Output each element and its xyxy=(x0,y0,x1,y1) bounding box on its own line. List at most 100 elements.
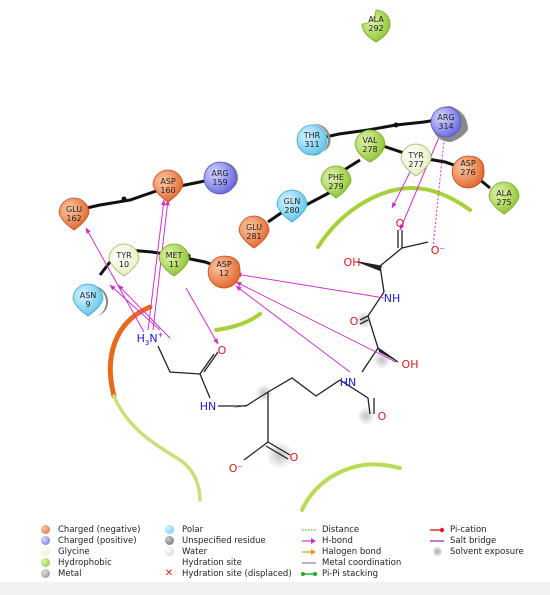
svg-text:ALA: ALA xyxy=(496,189,512,198)
pi-cation-line-icon xyxy=(428,524,446,535)
svg-text:OH: OH xyxy=(402,358,419,371)
svg-text:280: 280 xyxy=(284,206,299,215)
residue-arg314: ARG 314 xyxy=(430,106,468,142)
legend-label: Pi-cation xyxy=(450,524,487,535)
svg-text:ASP: ASP xyxy=(160,177,176,186)
footer-bar xyxy=(0,582,550,595)
legend-label: Pi-Pi stacking xyxy=(322,568,379,579)
legend-item: Metal xyxy=(36,568,140,579)
legend-item: Distance xyxy=(300,524,401,535)
svg-text:O⁻: O⁻ xyxy=(229,462,244,475)
pi-pi-line-icon xyxy=(300,568,318,579)
svg-text:H3N+: H3N+ xyxy=(137,331,164,347)
svg-text:GLU: GLU xyxy=(66,205,82,214)
svg-text:159: 159 xyxy=(212,178,227,187)
svg-text:9: 9 xyxy=(85,300,90,309)
residue-asp12: ASP 12 xyxy=(207,255,241,289)
svg-text:279: 279 xyxy=(328,182,343,191)
residue-ala292: ALA 292 xyxy=(361,9,391,43)
residues: ALA 292 ARG 314 THR 311 VAL 278 TYR 277 xyxy=(58,9,520,318)
salt-bridge-line-icon xyxy=(428,535,446,546)
residue-asp160: ASP 160 xyxy=(152,169,184,203)
svg-text:12: 12 xyxy=(219,269,229,278)
svg-text:O: O xyxy=(350,315,359,328)
legend-label: Metal xyxy=(58,568,82,579)
legend-item: Charged (positive) xyxy=(36,535,140,546)
svg-text:TYR: TYR xyxy=(407,151,424,160)
pocket-outline xyxy=(107,185,472,512)
svg-text:281: 281 xyxy=(246,232,261,241)
hydrophobic-swatch-icon xyxy=(36,557,54,568)
legend-label: Hydration site xyxy=(182,557,242,568)
legend-label: Hydrophobic xyxy=(58,557,112,568)
svg-text:MET: MET xyxy=(166,251,183,260)
cross-icon: ✕ xyxy=(164,568,174,579)
legend-label: Halogen bond xyxy=(322,546,382,557)
legend-item: Unspecified residue xyxy=(160,535,292,546)
svg-text:O⁻: O⁻ xyxy=(431,244,446,257)
svg-text:314: 314 xyxy=(438,122,453,131)
svg-text:ALA: ALA xyxy=(368,15,384,24)
svg-text:THR: THR xyxy=(303,131,321,140)
svg-text:ARG: ARG xyxy=(211,169,228,178)
legend-item: Glycine xyxy=(36,546,140,557)
svg-text:292: 292 xyxy=(368,24,383,33)
legend-label: Unspecified residue xyxy=(182,535,266,546)
legend-label: Distance xyxy=(322,524,360,535)
svg-text:GLU: GLU xyxy=(246,223,262,232)
legend-label: Charged (negative) xyxy=(58,524,141,535)
legend-column-interactions-2: Pi-cation Salt bridge Solvent exposure xyxy=(428,524,524,557)
residue-thr311: THR 311 xyxy=(296,123,331,156)
svg-text:TYR: TYR xyxy=(115,251,132,260)
glycine-swatch-icon xyxy=(36,546,54,557)
svg-text:ASP: ASP xyxy=(216,260,232,269)
svg-text:ASN: ASN xyxy=(80,291,97,300)
stereo-wedge xyxy=(357,262,382,271)
svg-text:PHE: PHE xyxy=(328,173,344,182)
residue-arg159: ARG 159 xyxy=(203,161,239,195)
legend-column-other-types: Polar Unspecified residue Water Hydratio… xyxy=(160,524,292,579)
svg-text:11: 11 xyxy=(169,260,179,269)
legend-label: Polar xyxy=(182,524,204,535)
svg-text:OH: OH xyxy=(344,256,361,269)
legend-item: Pi-cation xyxy=(428,524,524,535)
residue-asn9: ASN 9 xyxy=(72,283,109,318)
legend-item: Polar xyxy=(160,524,292,535)
legend-label: Metal coordination xyxy=(322,557,402,568)
svg-text:ARG: ARG xyxy=(437,113,454,122)
svg-text:O: O xyxy=(290,451,299,464)
residue-ala275: ALA 275 xyxy=(488,181,520,215)
stereo-wedge-3 xyxy=(378,348,398,362)
svg-text:278: 278 xyxy=(362,145,377,154)
svg-text:O: O xyxy=(218,344,227,357)
legend-item: Metal coordination xyxy=(300,557,401,568)
residue-val278: VAL 278 xyxy=(354,129,386,163)
svg-text:275: 275 xyxy=(496,198,511,207)
legend-item: H-bond xyxy=(300,535,401,546)
legend-item: Water xyxy=(160,546,292,557)
svg-text:10: 10 xyxy=(119,260,129,269)
legend-item: Hydration site xyxy=(160,557,292,568)
stereo-wedge-2 xyxy=(232,404,250,408)
legend-label: Charged (positive) xyxy=(58,535,137,546)
legend-label: Salt bridge xyxy=(450,535,497,546)
unspecified-swatch-icon xyxy=(160,535,178,546)
legend-label: H-bond xyxy=(322,535,353,546)
legend-item: Charged (negative) xyxy=(36,524,140,535)
residue-glu281: GLU 281 xyxy=(238,215,270,249)
solvent-exposure-icon xyxy=(428,546,446,557)
svg-text:162: 162 xyxy=(66,214,81,223)
svg-text:277: 277 xyxy=(408,160,423,169)
dotted-line-icon xyxy=(300,524,318,535)
solvent-exposure-halos xyxy=(255,311,391,469)
residue-phe279: PHE 279 xyxy=(320,165,352,199)
legend-label: Glycine xyxy=(58,546,90,557)
h-bonds xyxy=(85,129,443,373)
interaction-diagram: ALA 292 ARG 314 THR 311 VAL 278 TYR 277 xyxy=(58,9,520,512)
ligand-skeleton xyxy=(157,230,429,461)
charged-positive-swatch-icon xyxy=(36,535,54,546)
residue-gln280: GLN 280 xyxy=(276,189,308,223)
svg-text:276: 276 xyxy=(460,168,475,177)
legend-item: Hydrophobic xyxy=(36,557,140,568)
legend-label: Water xyxy=(182,546,208,557)
